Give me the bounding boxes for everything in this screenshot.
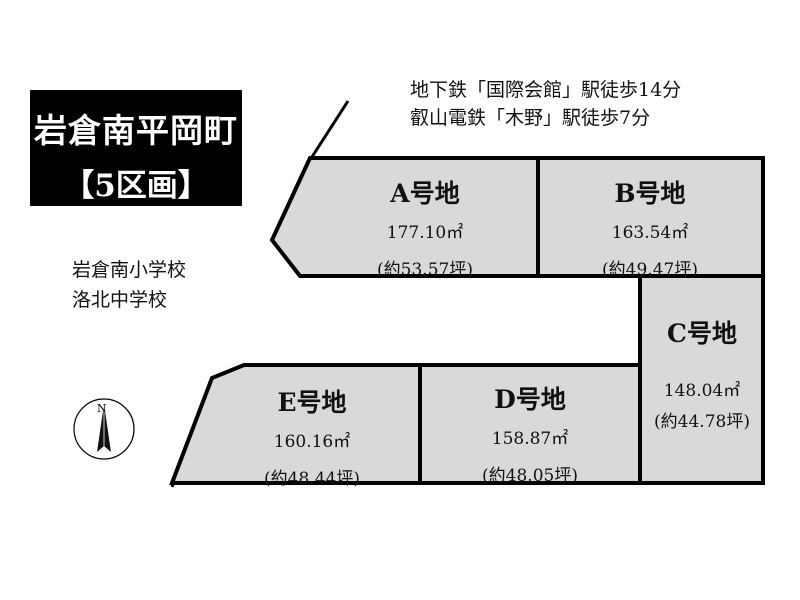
plot-d-name: D号地: [494, 385, 566, 414]
north-arrow-icon: N: [73, 398, 135, 460]
lot-count: 【5区画】: [63, 168, 209, 204]
access-info: 地下鉄「国際会館」駅徒歩14分 叡山電鉄「木野」駅徒歩7分: [410, 76, 681, 132]
junior-high-school: 洛北中学校: [72, 289, 168, 311]
plot-b-tsubo: (約49.47坪): [602, 260, 698, 280]
plot-a-label[interactable]: A号地 177.10㎡ (約53.57坪): [330, 174, 520, 280]
plot-c-label[interactable]: C号地 148.04㎡ (約44.78坪): [641, 314, 763, 432]
plot-b-name: B号地: [614, 179, 686, 208]
plot-a-tsubo: (約53.57坪): [377, 260, 473, 280]
plot-b-area: 163.54㎡: [611, 223, 689, 243]
plot-c-tsubo: (約44.78坪): [654, 412, 750, 432]
compass-label: N: [97, 402, 107, 415]
plot-e-label[interactable]: E号地 160.16㎡ (約48.44坪): [212, 383, 412, 489]
page-title: 岩倉南平岡町: [34, 111, 238, 150]
plot-a-shape[interactable]: [269, 156, 540, 278]
plot-c-name: C号地: [667, 319, 737, 348]
road-line-top: [308, 100, 350, 161]
school-district: 岩倉南小学校 洛北中学校: [72, 255, 186, 315]
plot-b-label[interactable]: B号地 163.54㎡ (約49.47坪): [555, 174, 745, 280]
plot-d-tsubo: (約48.05坪): [482, 466, 578, 486]
plot-e-tsubo: (約48.44坪): [264, 469, 360, 489]
plot-e-shape[interactable]: [169, 363, 422, 485]
plot-a-name: A号地: [390, 179, 460, 208]
title-box: 岩倉南平岡町 【5区画】: [30, 90, 242, 206]
plot-e-area: 160.16㎡: [273, 432, 351, 452]
elementary-school: 岩倉南小学校: [72, 259, 187, 281]
access-subway: 地下鉄「国際会館」駅徒歩14分: [410, 79, 682, 101]
access-eizan: 叡山電鉄「木野」駅徒歩7分: [410, 107, 651, 129]
plot-c-area: 148.04㎡: [663, 381, 741, 401]
plot-a-area: 177.10㎡: [386, 223, 464, 243]
plot-e-name: E号地: [277, 388, 347, 417]
plot-d-label[interactable]: D号地 158.87㎡ (約48.05坪): [430, 380, 630, 486]
plot-d-area: 158.87㎡: [491, 429, 569, 449]
